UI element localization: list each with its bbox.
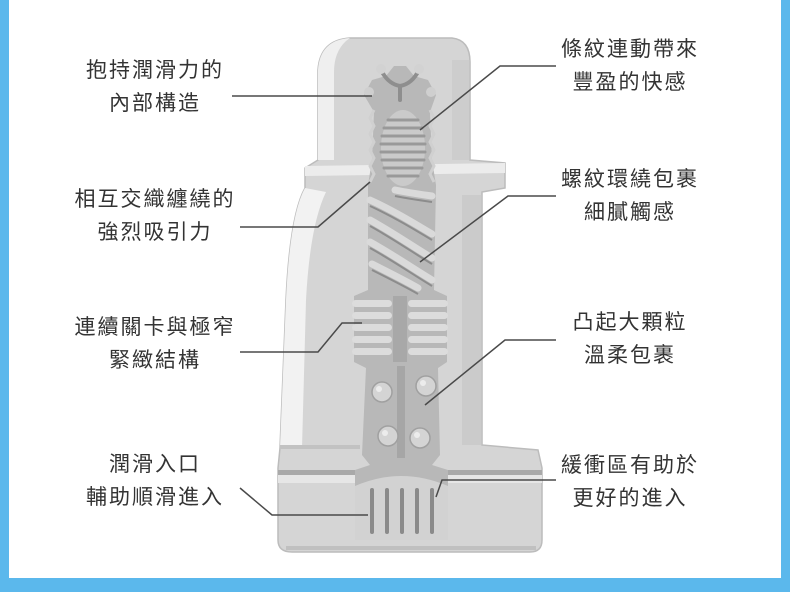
leader-line-right-1 <box>419 65 556 131</box>
leader-lines <box>232 65 556 516</box>
leader-line-left-4 <box>239 487 368 516</box>
bump-highlight <box>414 432 420 438</box>
callout-left-4-line1: 潤滑入口 <box>109 452 201 476</box>
callout-right-4: 緩衝區有助於 更好的進入 <box>540 449 720 515</box>
leader-line-right-3 <box>424 339 556 406</box>
wall-teeth-left <box>368 109 376 183</box>
callout-right-3: 凸起大顆粒 溫柔包裹 <box>540 306 720 372</box>
base-band-right <box>448 475 542 483</box>
outer-surface-top-highlight <box>318 38 350 160</box>
callout-left-4: 潤滑入口 輔助順滑進入 <box>55 448 255 514</box>
base-seam-left <box>278 470 356 475</box>
callout-right-4-line2: 更好的進入 <box>572 486 688 510</box>
leader-line-right-4 <box>435 479 556 498</box>
bump <box>377 425 399 447</box>
ring-right <box>408 348 448 355</box>
spiral-ridge <box>366 238 436 284</box>
head-prong-tip-right <box>414 64 424 74</box>
spiral-ridge-shadow <box>371 269 419 295</box>
callout-left-1-line2: 內部構造 <box>109 91 201 115</box>
wall-teeth-right <box>428 109 436 183</box>
base-bottom-edge <box>286 546 536 550</box>
head-prong-tip-left <box>376 64 386 74</box>
ring-left <box>352 300 392 307</box>
bump-center-column <box>397 366 405 458</box>
callout-right-1: 條紋連動帶來 豐盈的快感 <box>540 33 720 99</box>
leader-line-left-3 <box>240 322 362 353</box>
leader-line-left-2 <box>240 181 371 228</box>
outer-surface-side-highlight <box>280 188 326 448</box>
callout-right-4-line1: 緩衝區有助於 <box>561 453 699 477</box>
ring-right <box>408 300 448 307</box>
base-band-left <box>278 475 356 483</box>
callout-left-1-line1: 抱持潤滑力的 <box>86 58 224 82</box>
ring-left <box>352 336 392 343</box>
bump-highlight <box>376 386 382 392</box>
spiral-ridge-shadow <box>394 195 433 203</box>
callout-left-2-line1: 相互交織纏繞的 <box>74 187 236 211</box>
ring-right <box>408 312 448 319</box>
callout-left-2: 相互交織纏繞的 強烈吸引力 <box>55 183 255 249</box>
callout-right-2-line1: 螺紋環繞包裹 <box>561 167 699 191</box>
leader-line-right-2 <box>419 195 556 263</box>
spiral-ridge <box>366 216 436 262</box>
head-knob-left <box>364 87 374 97</box>
callout-right-1-line2: 豐盈的快感 <box>572 70 688 94</box>
top-right-shading <box>452 60 470 160</box>
ring-center-column <box>393 296 407 362</box>
frame-border-left <box>0 0 9 592</box>
lower-ledge-left <box>280 445 360 449</box>
ring-left <box>352 348 392 355</box>
ring-left <box>352 324 392 331</box>
bump <box>371 381 393 403</box>
ring-left <box>352 312 392 319</box>
bump-highlight <box>382 430 388 436</box>
callout-left-3: 連續關卡與極窄 緊緻結構 <box>55 311 255 377</box>
spiral-ridge <box>366 196 436 238</box>
ring-right <box>408 324 448 331</box>
callout-right-3-line1: 凸起大顆粒 <box>572 310 688 334</box>
callout-left-3-line2: 緊緻結構 <box>109 348 201 372</box>
head-knob-right <box>426 87 436 97</box>
bump <box>409 427 431 449</box>
callout-left-1: 抱持潤滑力的 內部構造 <box>55 54 255 120</box>
callout-right-2-line2: 細膩觸感 <box>584 200 676 224</box>
callout-right-3-line2: 溫柔包裹 <box>584 343 676 367</box>
right-wall-shading <box>462 195 482 445</box>
callout-right-2: 螺紋環繞包裹 細膩觸感 <box>540 163 720 229</box>
callout-left-2-line2: 強烈吸引力 <box>97 220 213 244</box>
inner-channel <box>352 64 448 540</box>
spiral-ridge-shadow <box>369 247 433 287</box>
ring-right <box>408 336 448 343</box>
frame-border-right <box>781 0 790 592</box>
callout-right-1-line1: 條紋連動帶來 <box>561 37 699 61</box>
callout-left-4-line2: 輔助順滑進入 <box>86 485 224 509</box>
bump <box>415 375 437 397</box>
callout-left-3-line1: 連續關卡與極窄 <box>74 315 236 339</box>
spiral-ridge-shadow <box>369 225 433 265</box>
spiral-ridge <box>391 186 436 200</box>
base-seam-right <box>448 470 542 475</box>
bump-highlight <box>420 380 426 386</box>
frame-border-bottom <box>0 578 790 592</box>
spiral-ridge <box>368 260 422 292</box>
texture-details <box>352 118 448 534</box>
spiral-ridge-shadow <box>369 205 433 241</box>
